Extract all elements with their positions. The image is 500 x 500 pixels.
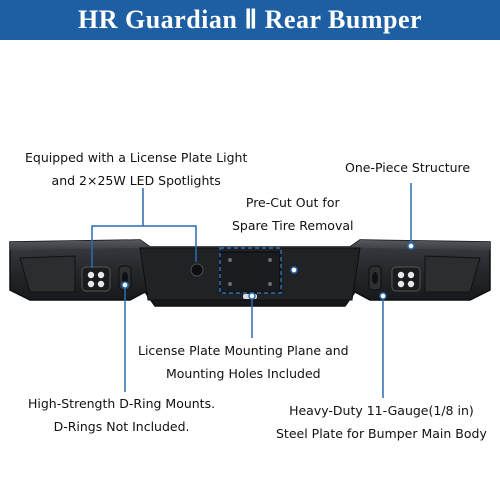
callout-steel-plate: Heavy-Duty 11-Gauge(1/8 in) Steel Plate …	[276, 399, 487, 445]
callout-line-license-light	[91, 188, 144, 268]
callout-pre-cut-line1: Pre-Cut Out for	[245, 195, 340, 210]
callout-license-light-line2: and 2×25W LED Spotlights	[51, 173, 221, 188]
callout-mounting-plane: License Plate Mounting Plane and Mountin…	[138, 339, 349, 385]
callout-license-light-line1: Equipped with a License Plate Light	[25, 150, 248, 165]
callout-steel-plate-line1: Heavy-Duty 11-Gauge(1/8 in)	[289, 403, 474, 418]
left-led-spotlight	[81, 266, 111, 292]
right-led-spotlight	[391, 266, 421, 292]
callout-one-piece-line1: One-Piece Structure	[345, 160, 471, 175]
callout-pre-cut: Pre-Cut Out for Spare Tire Removal	[232, 191, 353, 237]
callout-line-license-light-branch	[143, 225, 197, 262]
callout-d-ring: High-Strength D-Ring Mounts. D-Rings Not…	[28, 392, 215, 438]
bumper-body	[9, 239, 491, 307]
callout-mounting-plane-line1: License Plate Mounting Plane and	[138, 343, 349, 358]
callout-d-ring-line1: High-Strength D-Ring Mounts.	[28, 396, 216, 411]
callout-mounting-plane-line2: Mounting Holes Included	[165, 366, 321, 381]
title-banner: HR Guardian Ⅱ Rear Bumper	[0, 0, 500, 40]
callout-license-light: Equipped with a License Plate Light and …	[25, 146, 247, 192]
callout-pre-cut-line2: Spare Tire Removal	[232, 218, 354, 233]
callout-one-piece: One-Piece Structure	[345, 156, 470, 179]
callout-dots	[121, 242, 415, 300]
callout-steel-plate-line2: Steel Plate for Bumper Main Body	[276, 426, 487, 441]
callout-lines	[91, 183, 412, 398]
right-d-ring-mount	[368, 265, 382, 291]
callout-d-ring-line2: D-Rings Not Included.	[53, 419, 190, 434]
banner-title: HR Guardian Ⅱ Rear Bumper	[77, 5, 423, 34]
